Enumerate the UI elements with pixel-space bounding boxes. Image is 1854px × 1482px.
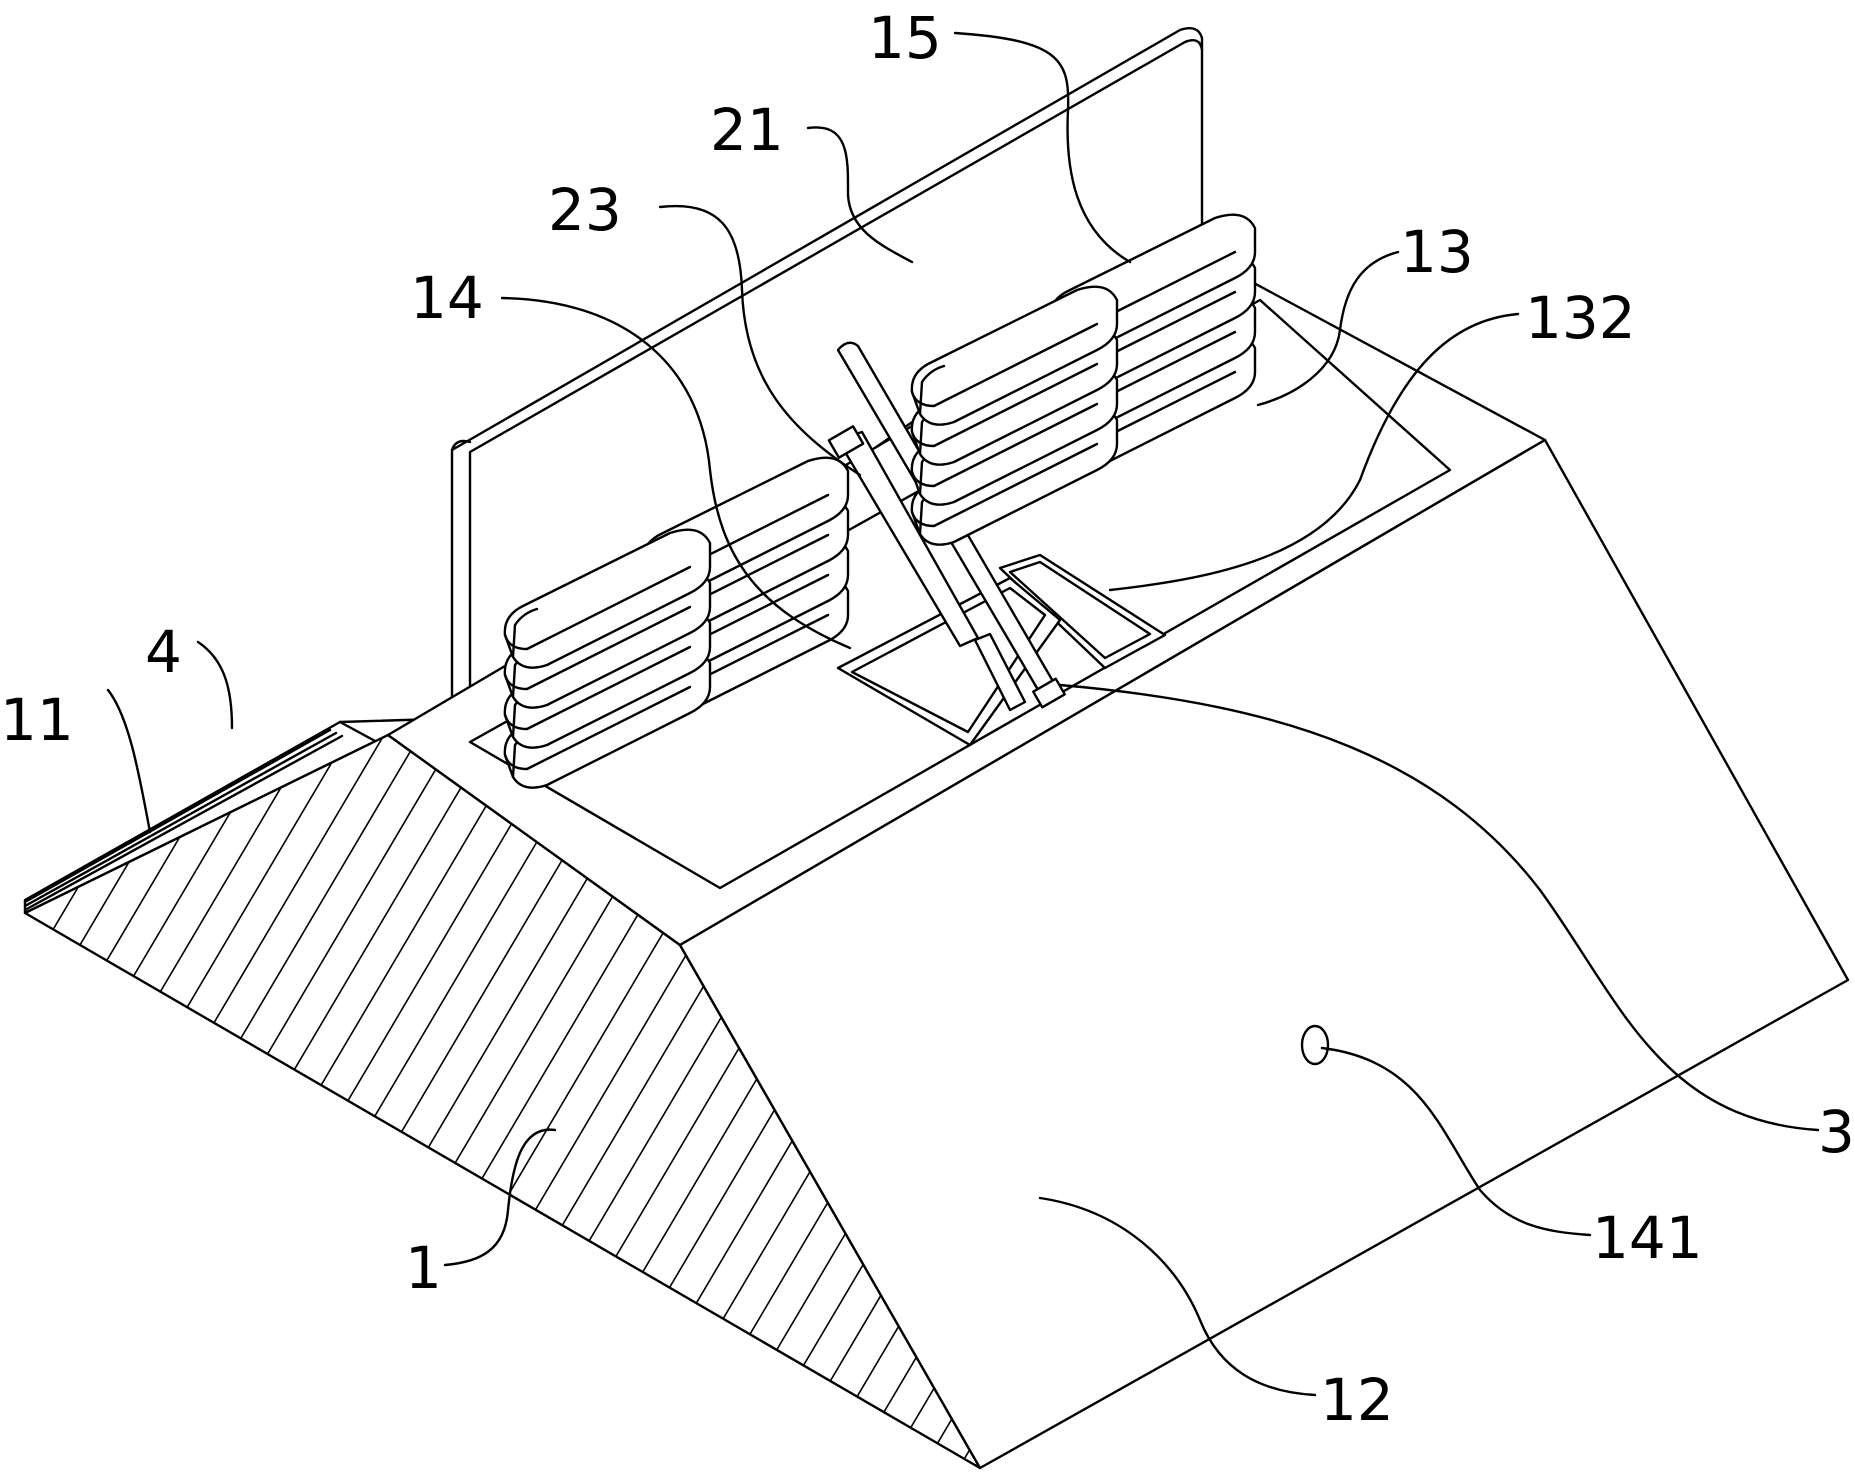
drain-hole: [1302, 1026, 1328, 1064]
label-4: 4: [145, 618, 182, 686]
label-1: 1: [405, 1234, 442, 1302]
label-21: 21: [710, 96, 784, 164]
label-15: 15: [868, 4, 942, 72]
label-13: 13: [1400, 218, 1474, 286]
label-14: 14: [410, 264, 484, 332]
label-23: 23: [548, 176, 622, 244]
label-12: 12: [1320, 1366, 1394, 1434]
label-3: 3: [1818, 1098, 1854, 1166]
label-11: 11: [0, 686, 74, 754]
label-141: 141: [1592, 1204, 1703, 1272]
label-132: 132: [1525, 284, 1636, 352]
